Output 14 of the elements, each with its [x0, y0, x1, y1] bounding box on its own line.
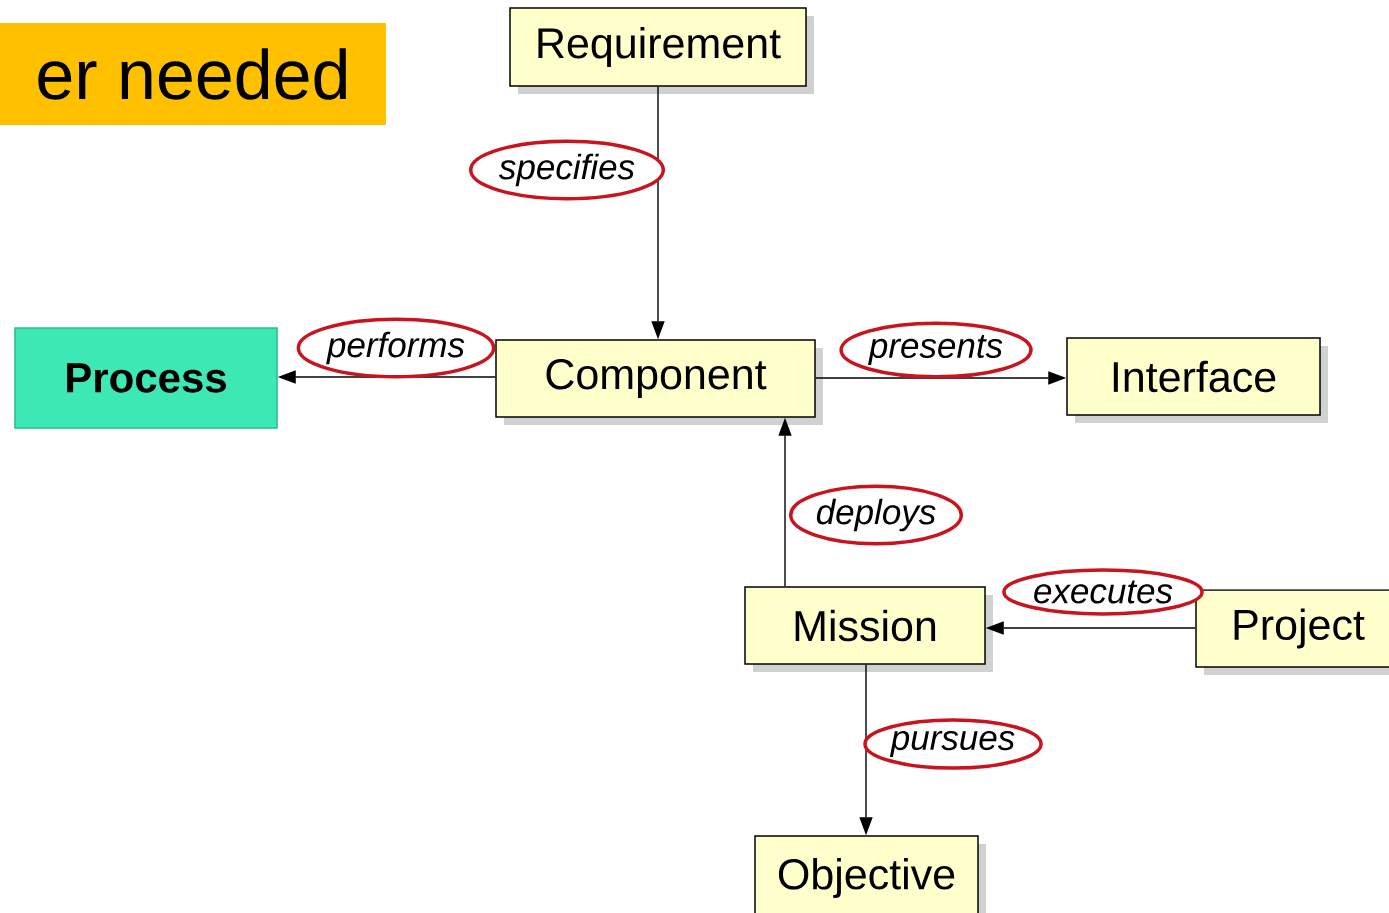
edge-label: executes [1002, 568, 1204, 616]
class-box: Interface [1066, 337, 1328, 423]
class-box: Objective [754, 835, 986, 913]
process-box: Process [14, 327, 278, 429]
banner: er needed [0, 23, 386, 125]
edge-label: presents [839, 321, 1033, 379]
class-box: Component [495, 339, 823, 425]
edge-label: deploys [788, 484, 964, 546]
class-box: Mission [744, 586, 993, 672]
class-box: Project [1195, 589, 1389, 675]
edge-label: performs [296, 317, 496, 379]
edge-label: pursues [863, 718, 1043, 770]
class-box: Requirement [509, 7, 814, 94]
edge-label: specifies [468, 139, 666, 201]
